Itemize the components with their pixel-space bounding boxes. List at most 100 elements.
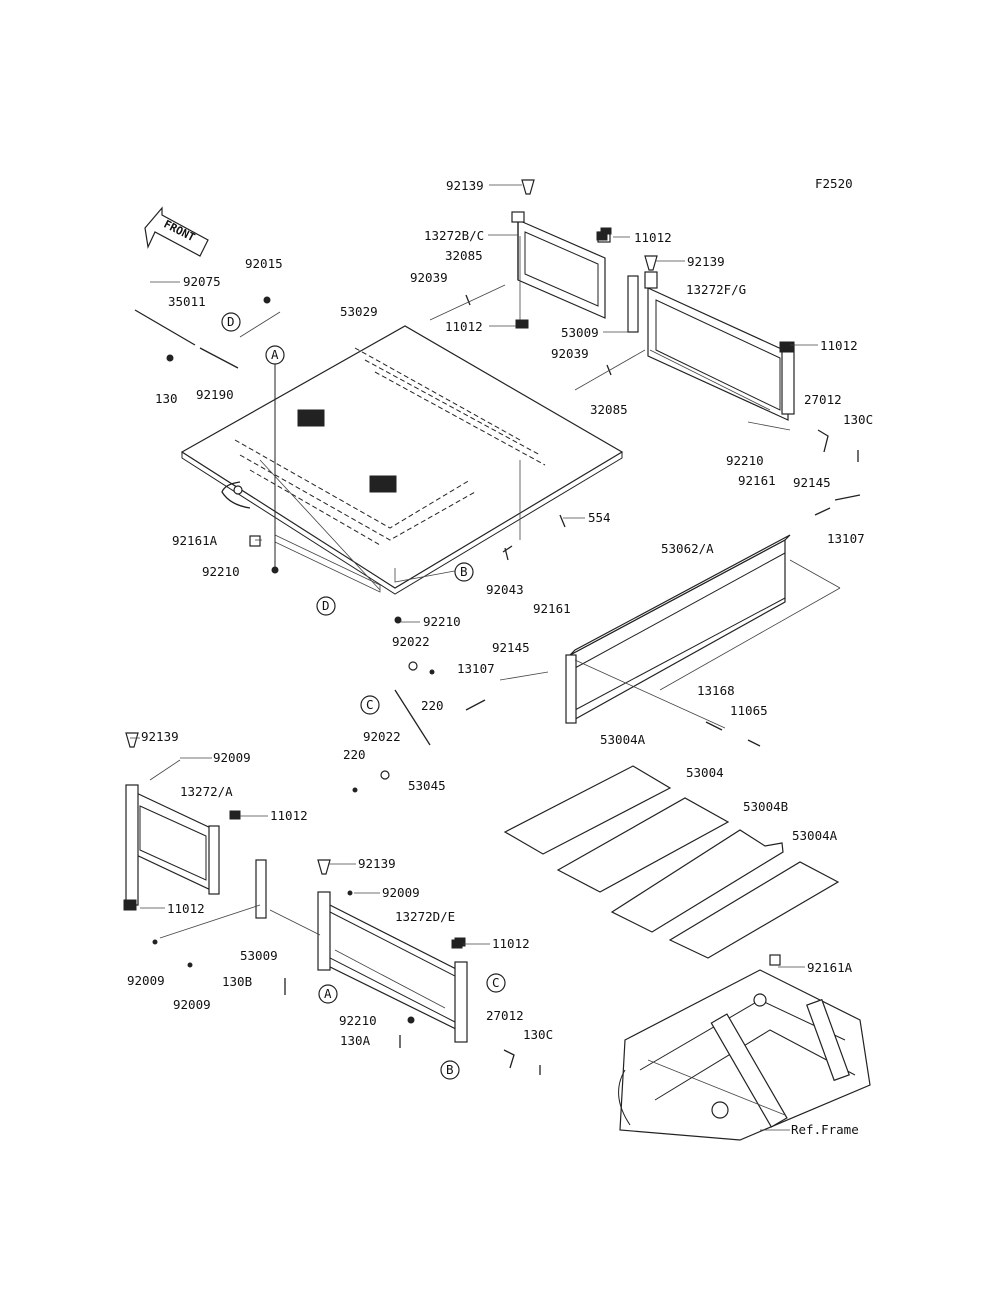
label-ref-frame: Ref.Frame [791,1122,859,1137]
handle-strap [221,481,251,509]
figure-code: F2520 [815,176,853,191]
label-92161-a: 92161 [738,473,776,488]
label-92039-b: 92039 [551,346,589,361]
side-gate-13272a [123,784,267,919]
label-32085-b: 32085 [590,402,628,417]
ref-d-top: D [227,314,235,329]
stiffener-53009-a [627,275,639,333]
label-92139-r: 92139 [687,254,725,269]
bed-panel-53029 [180,325,624,595]
frame-ref [618,969,871,1141]
label-11012-c: 11012 [820,338,858,353]
ref-c-bottom: C [492,975,500,990]
label-92210-a: 92210 [726,453,764,468]
label-220-a: 220 [421,698,444,713]
label-11012-b: 11012 [445,319,483,334]
part-labels: 92139 13272B/C 11012 32085 92039 11012 9… [127,178,873,1137]
label-92145-a: 92145 [793,475,831,490]
label-554: 554 [588,510,611,525]
label-11012-d: 11012 [270,808,308,823]
label-11012-f: 11012 [492,936,530,951]
ref-b-bottom: B [446,1062,454,1077]
label-53004a-a: 53004A [600,732,646,747]
leader-lines [130,184,818,1131]
pin-13168 [705,721,723,731]
label-13272de: 13272D/E [395,909,455,924]
label-32085-a: 32085 [445,248,483,263]
label-220-b: 220 [343,747,366,762]
label-13168: 13168 [697,683,735,698]
label-53004a-b: 53004A [792,828,838,843]
label-130c-a: 130C [843,412,873,427]
label-92075: 92075 [183,274,221,289]
label-11012-a: 11012 [634,230,672,245]
pin-11065 [747,739,761,747]
label-35011: 35011 [168,294,206,309]
label-92022-a: 92022 [392,634,430,649]
floor-mats [503,765,840,959]
tailgate-53062a [499,534,841,729]
mat-53004a-rear [668,861,840,959]
pin-13107-b [465,699,486,711]
bumper-92161a [249,535,261,547]
label-92145-b: 92145 [492,640,530,655]
label-13272bc: 13272B/C [424,228,484,243]
label-92139-top: 92139 [446,178,484,193]
label-92210-b: 92210 [202,564,240,579]
label-130: 130 [155,391,178,406]
label-92009-a: 92009 [213,750,251,765]
mat-53004a-front [503,765,672,855]
label-92161-b: 92161 [533,601,571,616]
stiffener-53009-b [255,859,267,919]
label-130a: 130A [340,1033,371,1048]
grip-mark-1 [297,409,325,427]
label-130b: 130B [222,974,252,989]
label-92139-l: 92139 [141,729,179,744]
label-92190: 92190 [196,387,234,402]
side-gate-13272de [317,891,468,1043]
label-92009-c: 92009 [127,973,165,988]
label-53062a: 53062/A [661,541,714,556]
cable-53045 [394,689,431,746]
small-parts [125,179,861,1075]
label-13107-a: 13107 [827,531,865,546]
rod-35011 [134,309,196,346]
front-arrow: FRONT [144,206,209,257]
rod-92190 [199,347,239,369]
label-11012-e: 11012 [167,901,205,916]
mat-53004b [610,829,784,933]
label-53009-b: 53009 [240,948,278,963]
ref-d-bottom: D [322,598,330,613]
label-92043: 92043 [486,582,524,597]
side-gate-13272bc [511,211,639,333]
label-13272a: 13272/A [180,784,233,799]
label-11065: 11065 [730,703,768,718]
side-gate-13272fg [644,271,795,431]
label-53009-a: 53009 [561,325,599,340]
label-92039-a: 92039 [410,270,448,285]
label-53004: 53004 [686,765,724,780]
label-27012-a: 27012 [804,392,842,407]
label-92015: 92015 [245,256,283,271]
label-92210-d: 92210 [339,1013,377,1028]
label-53045: 53045 [408,778,446,793]
label-13272fg: 13272F/G [686,282,746,297]
label-92139-m: 92139 [358,856,396,871]
label-53004b: 53004B [743,799,788,814]
ref-circles: A D D B C A B C [221,312,506,1080]
ref-c-top: C [366,697,374,712]
label-92161a-b: 92161A [807,960,853,975]
label-92161a-a: 92161A [172,533,218,548]
label-130c-b: 130C [523,1027,553,1042]
ref-a-top: A [271,347,279,362]
label-92210-c: 92210 [423,614,461,629]
ref-b-top: B [460,564,468,579]
pin-13107-a [834,494,861,501]
label-92022-b: 92022 [363,729,401,744]
grip-mark-2 [369,475,397,493]
label-92009-d: 92009 [173,997,211,1012]
label-27012-b: 27012 [486,1008,524,1023]
label-13107-b: 13107 [457,661,495,676]
mat-53004 [556,797,730,893]
